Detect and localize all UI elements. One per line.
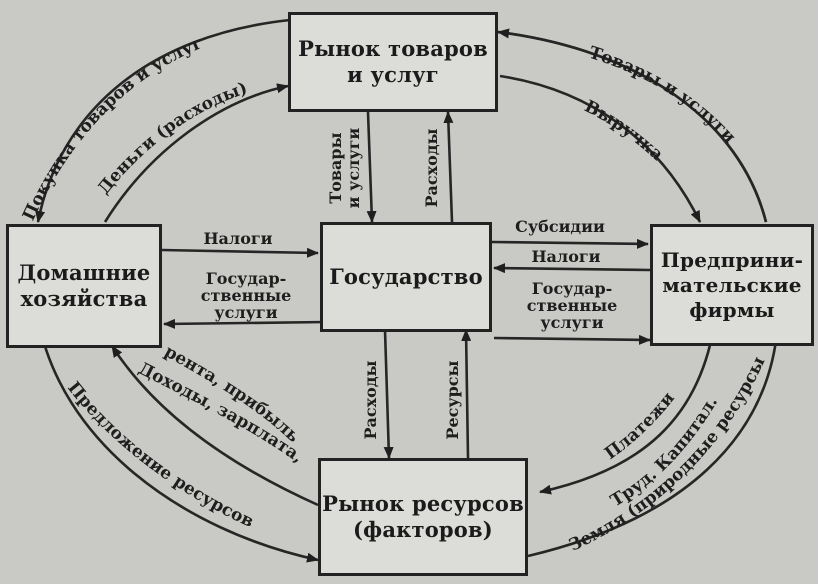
arrow-state-services-households: [163, 318, 327, 329]
arrow-money-expenses: [103, 83, 289, 223]
node-firms: Предприни- мательские фирмы: [650, 224, 814, 346]
arrow-revenue: [499, 74, 702, 223]
label-state-expenses-bottom: Расходы: [361, 360, 380, 439]
arrow-payments: [539, 319, 717, 495]
arrow-taxes-households: [161, 247, 319, 258]
label-state-services-right-3: услуги: [540, 313, 603, 332]
label-resources-to-state: Ресурсы: [443, 360, 462, 439]
arrow-state-expenses-bottom: [383, 329, 394, 459]
label-state-services-left-1: Государ-: [206, 269, 287, 288]
label-state-services-left-2: ственные: [201, 286, 292, 305]
label-revenue: Выручка: [581, 97, 667, 165]
label-goods-to-state-line2: и услуги: [344, 128, 363, 209]
arrow-resource-supply: [36, 317, 319, 563]
label-state-services-right-1: Государ-: [532, 279, 613, 298]
label-goods-to-state-line1: Товары: [326, 132, 345, 203]
node-households: Домашние хозяйства: [6, 224, 162, 348]
label-state-services-left-3: услуги: [214, 303, 277, 322]
arrow-goods-services-firms-to-market: [497, 28, 768, 223]
label-state-expenses-top: Расходы: [422, 128, 441, 207]
node-resource-market: Рынок ресурсов (факторов): [318, 458, 528, 576]
arrow-goods-to-state: [366, 111, 377, 223]
node-goods-market: Рынок товаров и услуг: [288, 12, 498, 112]
label-state-services-right-2: ственные: [527, 296, 618, 315]
arrow-subsidies: [491, 238, 649, 249]
label-taxes-households: Налоги: [203, 229, 272, 248]
arrow-household-income: [110, 345, 319, 507]
node-state: Государство: [320, 222, 492, 332]
arrow-factors-to-firms: [527, 321, 783, 558]
label-subsidies: Субсидии: [515, 217, 605, 236]
arrow-purchase-goods: [35, 18, 291, 223]
label-resource-supply: Предложение ресурсов: [63, 378, 257, 532]
label-taxes-firms: Налоги: [531, 247, 600, 266]
label-goods-services-right: Товары и услуги: [586, 43, 739, 148]
arrow-taxes-firms: [493, 263, 651, 274]
arrow-resources-to-state: [461, 329, 472, 459]
arrow-state-services-firms: [493, 334, 651, 345]
arrow-state-expenses-top: [443, 111, 454, 223]
